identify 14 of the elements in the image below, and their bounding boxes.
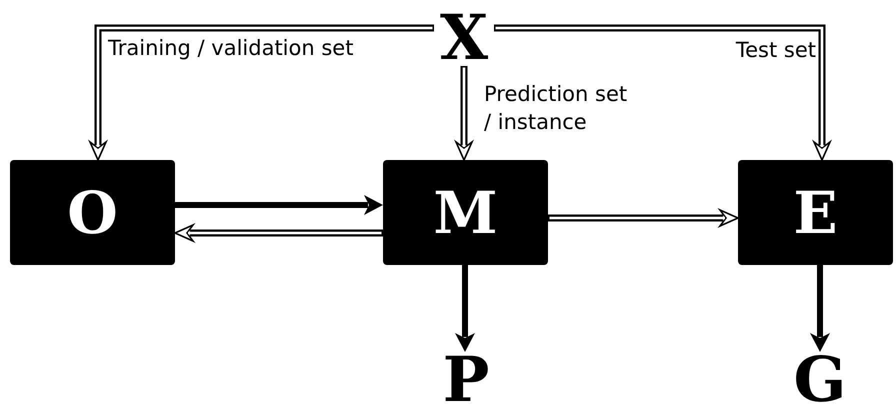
variable-label: P: [440, 352, 492, 408]
arrow: [455, 265, 475, 352]
double-arrow: [548, 209, 739, 227]
double-arrow: [455, 66, 473, 161]
process-box: E: [738, 160, 893, 265]
process-box: O: [10, 160, 175, 265]
process-box: M: [383, 160, 548, 265]
double-arrow: [174, 224, 383, 242]
variable-label: G: [794, 352, 846, 408]
double-arrow: [494, 24, 831, 161]
variable-label: X: [434, 10, 494, 66]
arrow: [810, 265, 830, 352]
arrow: [175, 195, 383, 215]
double-arrow: [89, 24, 434, 161]
